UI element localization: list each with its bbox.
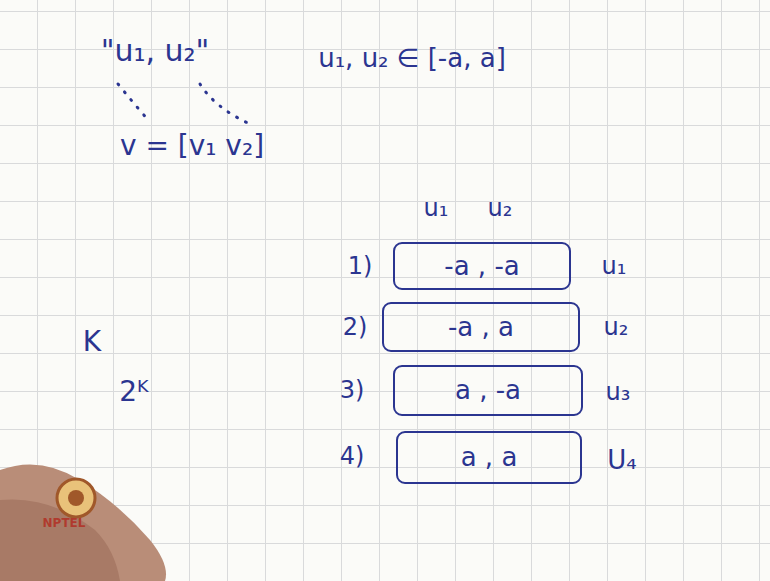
handwritten-label: u₁ <box>424 195 449 221</box>
handwritten-label: K <box>83 327 101 358</box>
handwritten-label: 1) <box>348 253 373 279</box>
handwritten-label: 2) <box>343 314 368 340</box>
value-pair: a , -a <box>455 376 521 405</box>
value-pair-box: -a , -a <box>393 242 571 290</box>
dotted-leader <box>200 84 250 124</box>
value-pair: -a , -a <box>444 252 519 281</box>
value-pair-box: -a , a <box>382 302 580 352</box>
handwritten-label: u₃ <box>606 379 631 405</box>
handwritten-label: u₁ <box>602 253 627 279</box>
handwritten-label: 4) <box>340 443 365 469</box>
value-pair: a , a <box>461 443 518 472</box>
handwritten-label: u₂ <box>488 195 513 221</box>
logo-emblem <box>57 479 95 517</box>
handwritten-label: 3) <box>340 377 365 403</box>
handwritten-label: v = [v₁ v₂] <box>120 131 264 162</box>
logo-emblem <box>68 490 84 506</box>
value-pair: -a , a <box>448 313 514 342</box>
handwritten-label: U₄ <box>607 446 636 475</box>
hand-shadow <box>0 499 120 581</box>
handwritten-label: 2ᴷ <box>119 377 148 408</box>
handwritten-label: u₁, u₂ ∈ [-a, a] <box>318 44 506 73</box>
handwritten-label: "u₁, u₂" <box>101 34 210 67</box>
hand <box>0 464 166 581</box>
handwritten-label: u₂ <box>604 314 629 340</box>
value-pair-box: a , a <box>396 431 582 484</box>
value-pair-box: a , -a <box>393 365 583 416</box>
dotted-leader <box>118 84 150 122</box>
logo-text: NPTEL <box>43 517 86 530</box>
